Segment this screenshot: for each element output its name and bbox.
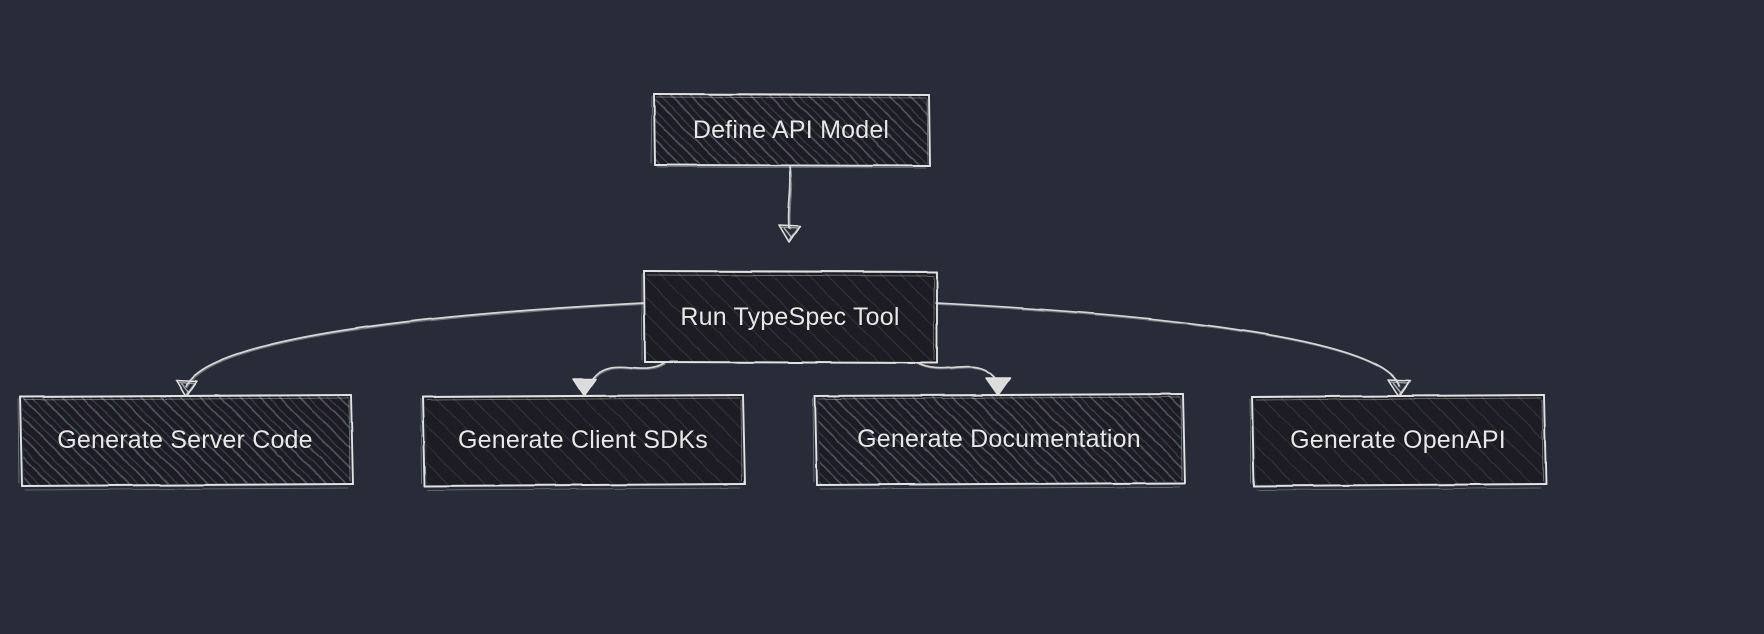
arrowhead-icon-sdk <box>572 378 597 397</box>
node-generate-client-sdks[interactable] <box>420 393 746 491</box>
edge-run-to-sdk <box>589 362 666 385</box>
node-define-api-model-fill <box>655 95 928 165</box>
node-generate-server-code[interactable] <box>17 393 354 491</box>
edge-run-to-server <box>185 302 646 388</box>
node-generate-documentation-fill <box>818 395 1183 484</box>
node-define-api-model[interactable] <box>650 92 931 169</box>
node-run-typespec-tool-fill <box>645 272 936 362</box>
node-generate-documentation[interactable] <box>812 392 1186 490</box>
edge-run-to-openapi <box>935 302 1401 388</box>
node-generate-server-code-fill <box>22 396 351 485</box>
edge-run-to-docs <box>916 362 1000 384</box>
node-layer <box>17 92 1547 491</box>
node-generate-openapi-fill <box>1254 396 1544 485</box>
edge-define-to-run <box>787 165 793 230</box>
node-generate-client-sdks-fill <box>425 396 743 485</box>
arrowhead-layer <box>175 224 1411 398</box>
arrowhead-icon-run <box>778 224 801 243</box>
arrowhead-icon-server <box>175 379 198 398</box>
edge-layer <box>185 165 1401 388</box>
node-generate-openapi[interactable] <box>1249 393 1547 491</box>
node-run-typespec-tool[interactable] <box>641 269 939 364</box>
arrowhead-icon-openapi <box>1387 379 1411 398</box>
arrowhead-icon-docs <box>985 377 1011 396</box>
